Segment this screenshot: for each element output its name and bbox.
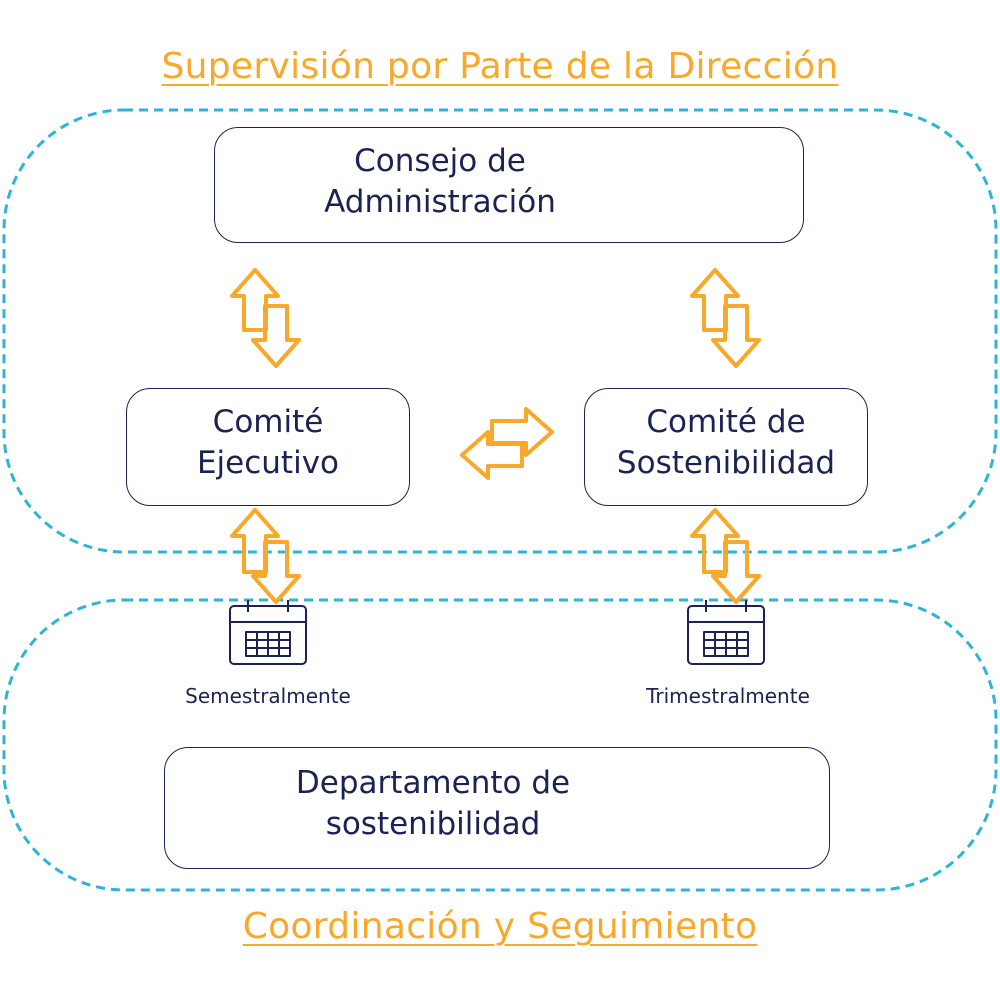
comite-sostenibilidad-label: Comité de Sostenibilidad xyxy=(580,402,872,484)
comite-sostenibilidad-line2: Sostenibilidad xyxy=(616,445,836,482)
consejo-label-line1: Consejo de xyxy=(354,143,526,179)
calendar-icon xyxy=(687,600,765,665)
departamento-line1: Departamento de xyxy=(295,765,571,801)
departamento-line2: sostenibilidad xyxy=(325,806,541,843)
comite-ejecutivo-box xyxy=(126,388,410,506)
arrow-sostenibilidad-departamento xyxy=(690,508,761,604)
comite-ejecutivo-line2: Ejecutivo xyxy=(196,445,340,482)
frequency-semestral-label: Semestralmente xyxy=(185,684,351,708)
departamento-label: Departamento de sostenibilidad xyxy=(220,763,646,845)
comite-sostenibilidad-box xyxy=(584,388,868,506)
arrow-ejecutivo-departamento xyxy=(230,508,301,604)
consejo-label-line2: Administración xyxy=(324,184,556,221)
top-group-outline xyxy=(2,108,998,554)
arrow-ejecutivo-sostenibilidad xyxy=(460,407,554,480)
frequency-trimestral-label: Trimestralmente xyxy=(646,684,810,708)
bottom-section-title: Coordinación y Seguimiento xyxy=(242,906,758,947)
consejo-box xyxy=(214,127,804,243)
comite-ejecutivo-label: Comité Ejecutivo xyxy=(126,402,410,484)
departamento-box xyxy=(164,747,830,869)
comite-ejecutivo-line1: Comité xyxy=(212,404,324,440)
arrow-consejo-ejecutivo xyxy=(230,268,301,368)
arrow-consejo-sostenibilidad xyxy=(690,268,761,368)
bottom-group-outline xyxy=(2,598,998,892)
top-section-title: Supervisión por Parte de la Dirección xyxy=(161,46,839,87)
calendar-icon xyxy=(229,600,307,665)
consejo-label: Consejo de Administración xyxy=(250,141,630,223)
comite-sostenibilidad-line1: Comité de xyxy=(646,404,806,440)
